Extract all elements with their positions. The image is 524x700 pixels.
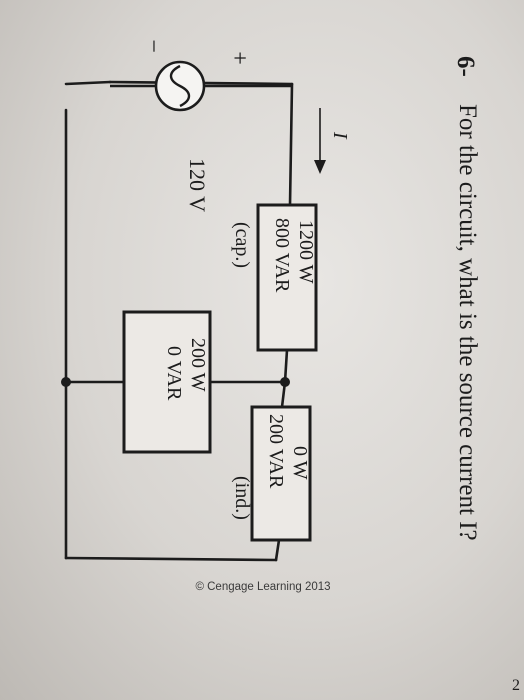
wire-source-lead: [64, 80, 112, 86]
load-1-reactive-power: 800 VAR: [271, 218, 293, 293]
junction-node: [280, 377, 290, 387]
load-1-type: (cap.): [231, 222, 253, 268]
source-plus-sign: +: [226, 51, 252, 65]
wire-load2-bottom: [274, 538, 281, 562]
copyright-credit: © Cengage Learning 2013: [195, 581, 330, 593]
load-1-box: [256, 203, 318, 352]
current-arrow: [314, 108, 326, 174]
load-3-real-power: 200 W: [187, 338, 209, 392]
current-arrow-head: [314, 160, 326, 174]
problem-question: For the circuit, what is the source curr…: [454, 104, 481, 541]
ac-source: [154, 60, 206, 112]
source-minus-sign: −: [140, 39, 166, 53]
page-corner-mark: 2: [512, 677, 520, 694]
wire-to-load1: [288, 82, 294, 207]
problem-number: 6-: [452, 56, 479, 77]
junction-node: [61, 377, 71, 387]
load-2-real-power: 0 W: [289, 446, 311, 480]
sine-wave-icon: [169, 64, 191, 108]
source-voltage-label: 120 V: [185, 158, 210, 212]
wire-bottom: [64, 556, 278, 562]
current-label: I: [329, 131, 351, 140]
load-2-type: (ind.): [231, 476, 253, 520]
load-2-box: [250, 405, 312, 542]
load-2-reactive-power: 200 VAR: [265, 414, 287, 489]
load-1-real-power: 1200 W: [295, 220, 317, 284]
circuit-wires: [64, 80, 294, 562]
load-3-reactive-power: 0 VAR: [163, 346, 185, 401]
load-3-box: [122, 310, 212, 454]
wire-load1-junction: [283, 348, 289, 384]
